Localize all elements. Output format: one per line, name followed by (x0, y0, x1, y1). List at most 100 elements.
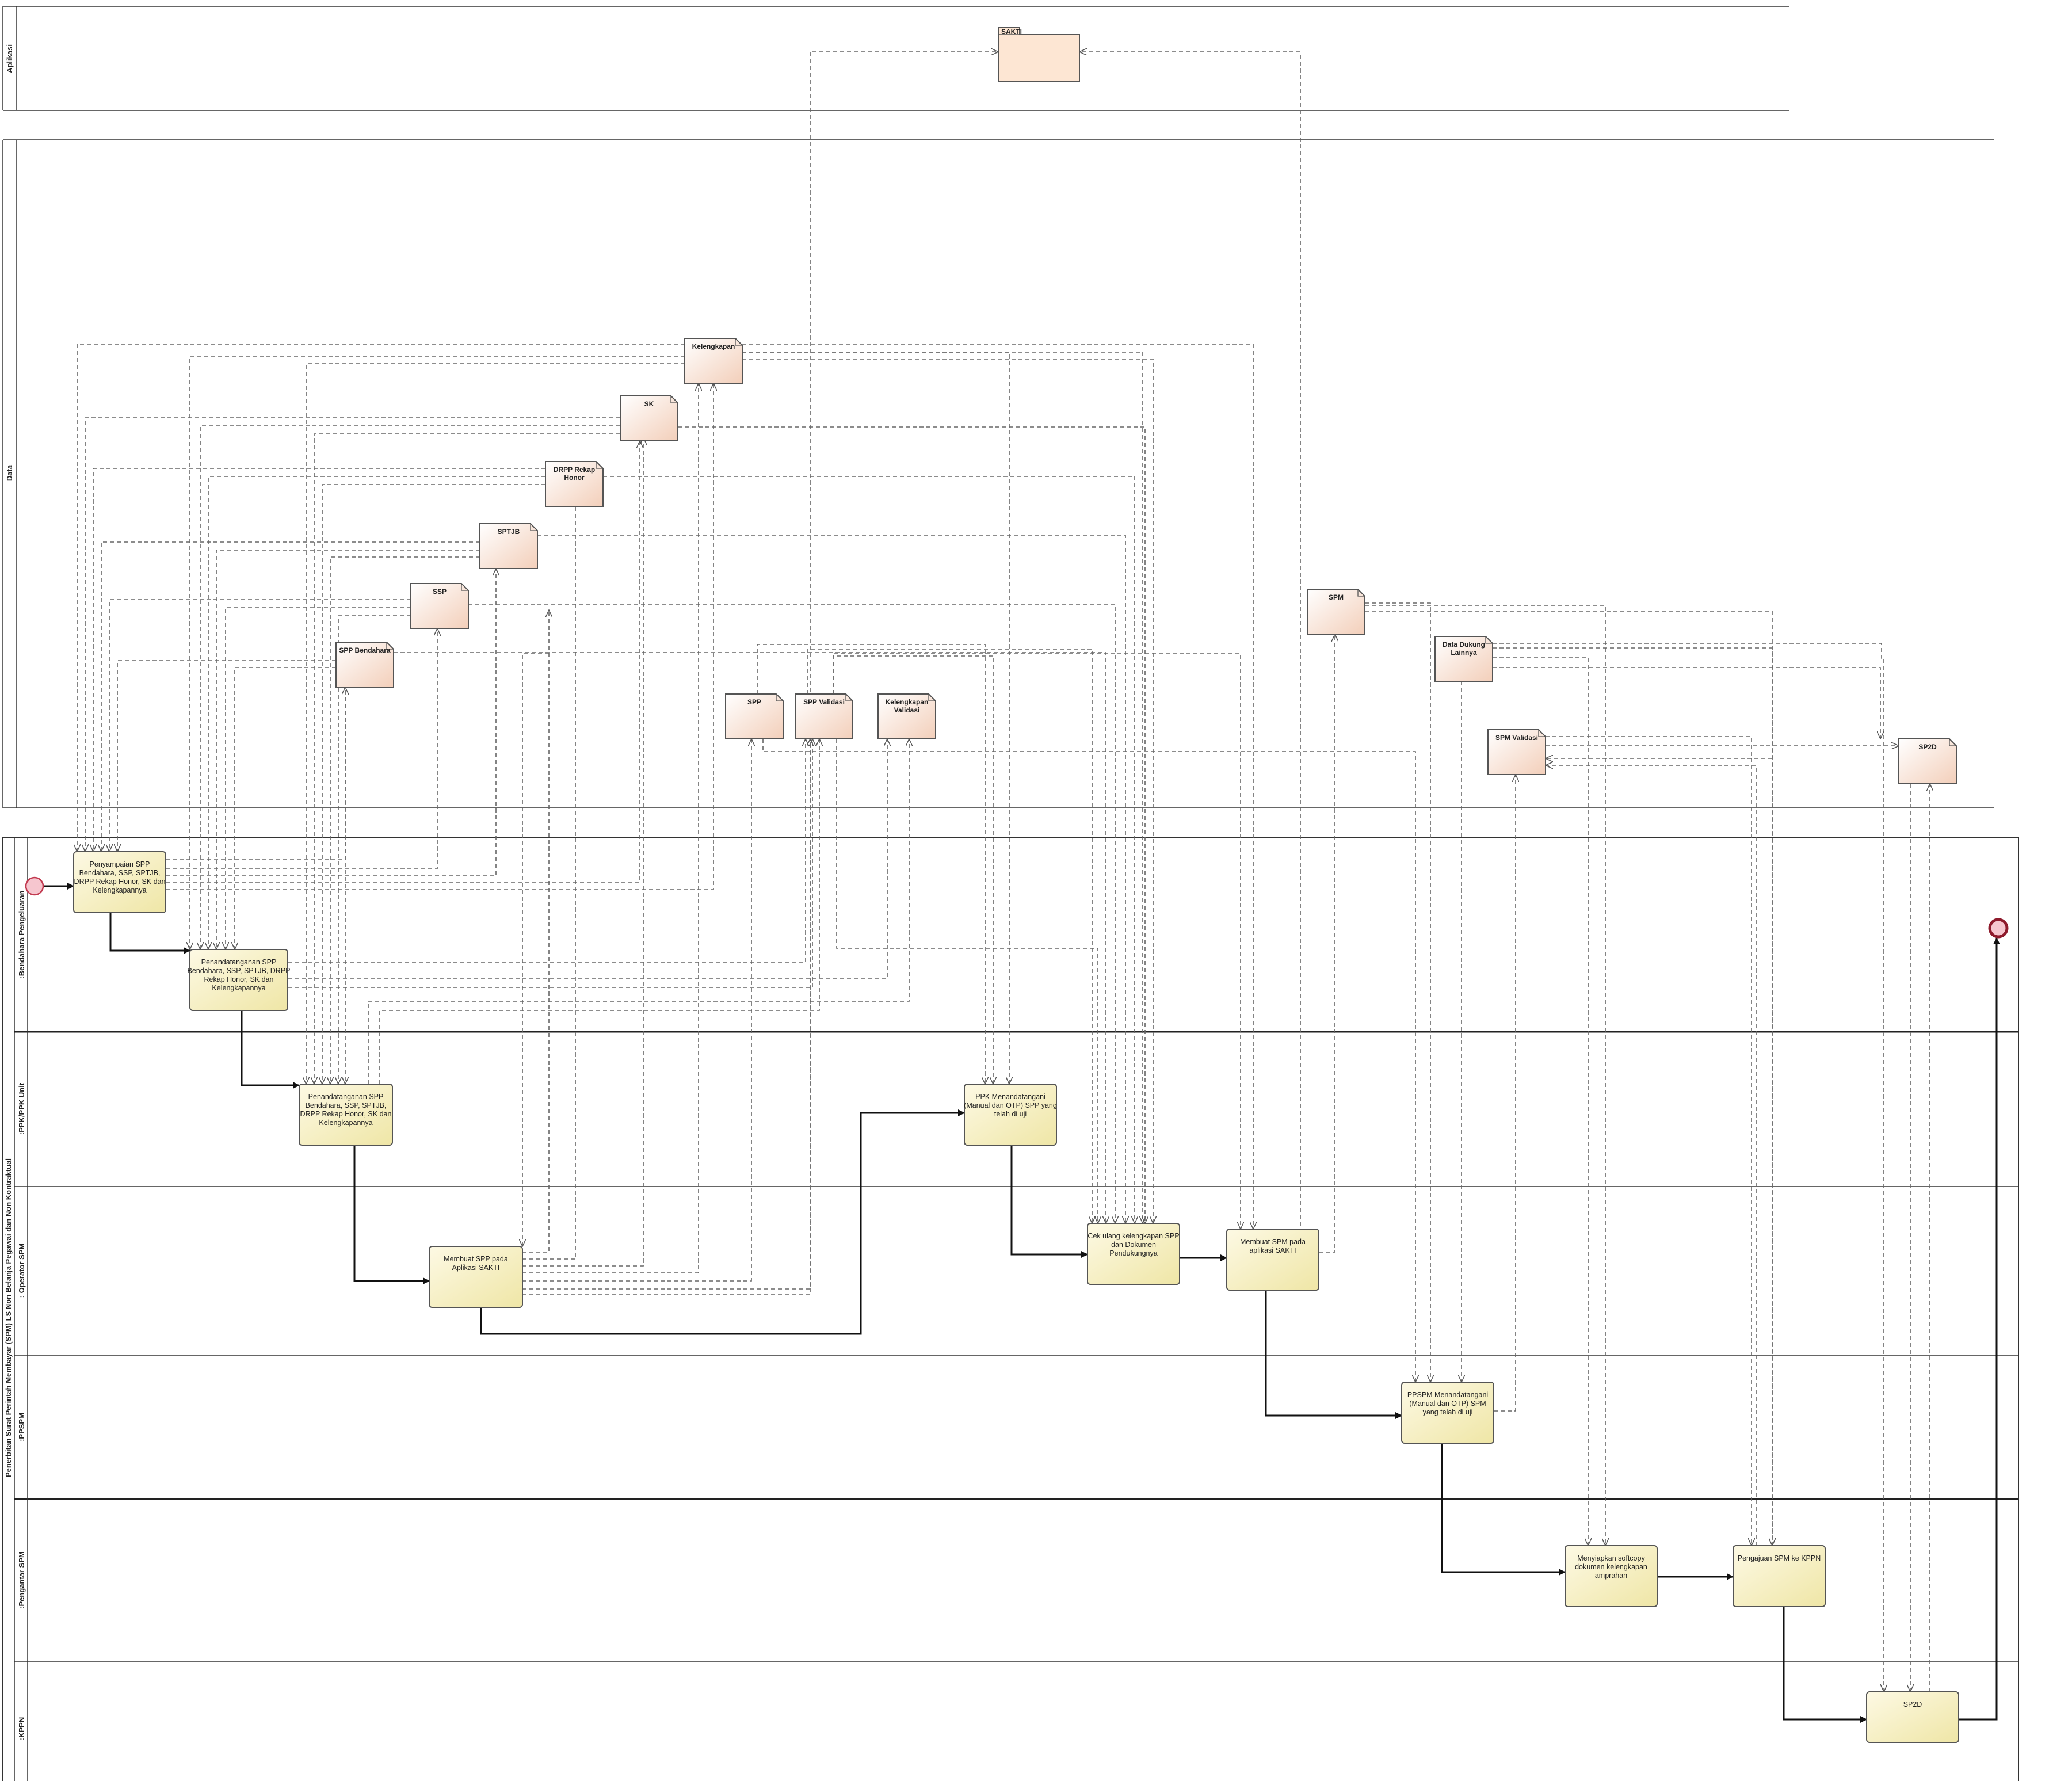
data-object-spp[interactable]: SPP (725, 693, 784, 739)
association-line (166, 628, 437, 869)
task-t10[interactable]: Pengajuan SPM ke KPPN (1733, 1545, 1826, 1607)
task-label: amprahan (1595, 1572, 1627, 1580)
association-line (117, 660, 336, 852)
task-t8[interactable]: PPSPM Menandatangani(Manual dan OTP) SPM… (1401, 1382, 1494, 1444)
association-line (379, 739, 819, 1084)
data-object-label: SPM Validasi (1495, 734, 1538, 742)
pool-label-process: Penerbitan Surat Perintah Membayar (SPM)… (4, 1158, 13, 1477)
pool-data: Data (2, 139, 1994, 808)
association-line (101, 541, 480, 852)
association-line (322, 484, 545, 1084)
association-line (742, 352, 1009, 1084)
application-label: SAKTI (1001, 28, 1022, 36)
task-label: Kelengkapannya (93, 886, 146, 894)
association-line (1546, 765, 1757, 1546)
start-event[interactable] (25, 876, 44, 896)
data-object-spm[interactable]: SPM (1307, 589, 1365, 635)
association-line (522, 653, 549, 1246)
data-object-kelengkapan[interactable]: Kelengkapan (684, 338, 743, 384)
association-line (200, 425, 620, 949)
association-line (330, 556, 480, 1084)
task-label: Rekap Honor, SK dan (204, 975, 274, 983)
sequence-flow (109, 913, 190, 954)
association-line (836, 739, 1098, 1223)
data-object-label: Kelengkapan (692, 342, 735, 350)
task-label: DRPP Rekap Honor, SK dan (74, 878, 166, 886)
task-label: SP2D (1903, 1700, 1922, 1708)
pool-label-data: Data (5, 464, 14, 481)
task-label: Pendukungnya (1109, 1249, 1157, 1257)
association-line (757, 644, 985, 1084)
association-line (522, 472, 575, 1260)
data-object-ssp[interactable]: SSP (410, 583, 469, 629)
association-line (109, 599, 411, 852)
task-label: Cek ulang kelengkapan SPP (1087, 1232, 1179, 1240)
task-label: PPK Menandatangani (975, 1093, 1045, 1101)
pool-aplikasi: Aplikasi (2, 6, 1789, 111)
association-line (522, 739, 810, 1290)
data-object-sppv[interactable]: SPP Validasi (795, 693, 853, 739)
sequence-flow (1441, 1443, 1566, 1576)
task-label: Kelengkapannya (319, 1119, 372, 1127)
association-line (522, 52, 998, 1295)
association-line (85, 417, 620, 852)
association-line (1493, 647, 1772, 1546)
association-line (1546, 736, 1752, 1546)
task-label: Penandatanganan SPP (201, 958, 277, 966)
task-label: DRPP Rekap Honor, SK dan (300, 1110, 392, 1118)
data-object-label: DRPP Rekap (554, 466, 595, 474)
data-object-label: SPP (747, 698, 761, 706)
association-line (833, 655, 993, 1084)
data-object-sptjb[interactable]: SPTJB (479, 523, 538, 569)
association-line (306, 363, 685, 1084)
lane-label-kppn: :KPPN (17, 1717, 26, 1740)
task-label: Pengajuan SPM ke KPPN (1738, 1554, 1821, 1562)
application-sakti[interactable]: SAKTI (998, 27, 1080, 82)
association-line (166, 569, 496, 876)
data-object-spmv[interactable]: SPM Validasi (1487, 729, 1546, 775)
task-label: Membuat SPM pada (1240, 1238, 1306, 1246)
association-line (1493, 643, 1884, 1692)
lane-label-ppk: :PPK/PPK Unit (17, 1082, 26, 1135)
association-line (522, 383, 699, 1273)
association-line (1365, 602, 1430, 1382)
data-object-label: SPM (1329, 593, 1344, 601)
association-line (537, 535, 1125, 1223)
association-line (288, 739, 806, 963)
sequence-flow (1265, 1290, 1402, 1419)
data-object-sp2dd[interactable]: SP2D (1898, 738, 1957, 784)
lane-label-bendahara: :Bendahara Pengeluaran (17, 890, 26, 978)
task-label: PPSPM Menandatangani (1407, 1391, 1488, 1399)
end-event[interactable] (1988, 918, 2009, 939)
association-line (807, 649, 1092, 1223)
task-label: Membuat SPP pada (444, 1255, 508, 1263)
sequence-flow (480, 1109, 965, 1335)
lane-label-ppspm: :PPSPM (17, 1413, 26, 1441)
task-label: Kelengkapannya (212, 984, 265, 992)
data-object-label: Data Dukung (1443, 640, 1485, 649)
data-object-label: SPP Validasi (803, 698, 845, 706)
association-lines (77, 52, 1930, 1692)
association-line (216, 550, 480, 949)
task-t5[interactable]: PPK Menandatangani(Manual dan OTP) SPP y… (964, 1084, 1057, 1146)
association-line (742, 344, 1253, 1229)
lane-label-operator: : Operator SPM (17, 1244, 26, 1298)
task-label: (Manual dan OTP) SPP yang (964, 1101, 1057, 1109)
task-label: yang telah di uji (1423, 1408, 1473, 1416)
sequence-flow (1959, 937, 2000, 1721)
data-object-sk[interactable]: SK (620, 395, 678, 441)
task-t11[interactable]: SP2D (1866, 1691, 1959, 1743)
data-object-sppb[interactable]: SPP Bendahara (335, 642, 394, 688)
association-line (235, 667, 336, 949)
